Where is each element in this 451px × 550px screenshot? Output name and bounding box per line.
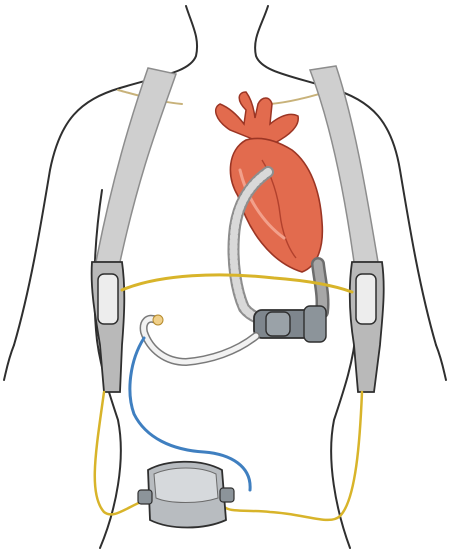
strap-left bbox=[96, 68, 176, 262]
controller-unit bbox=[138, 462, 234, 528]
inflow-cannula bbox=[318, 264, 323, 312]
driveline-cable bbox=[144, 315, 256, 362]
driveline-exit-site bbox=[153, 315, 163, 325]
battery-right bbox=[350, 262, 384, 392]
arm-right bbox=[436, 345, 446, 380]
battery-left bbox=[92, 262, 125, 392]
battery-cable-right bbox=[226, 392, 362, 520]
pump-unit bbox=[254, 306, 326, 342]
arm-left bbox=[4, 345, 14, 380]
